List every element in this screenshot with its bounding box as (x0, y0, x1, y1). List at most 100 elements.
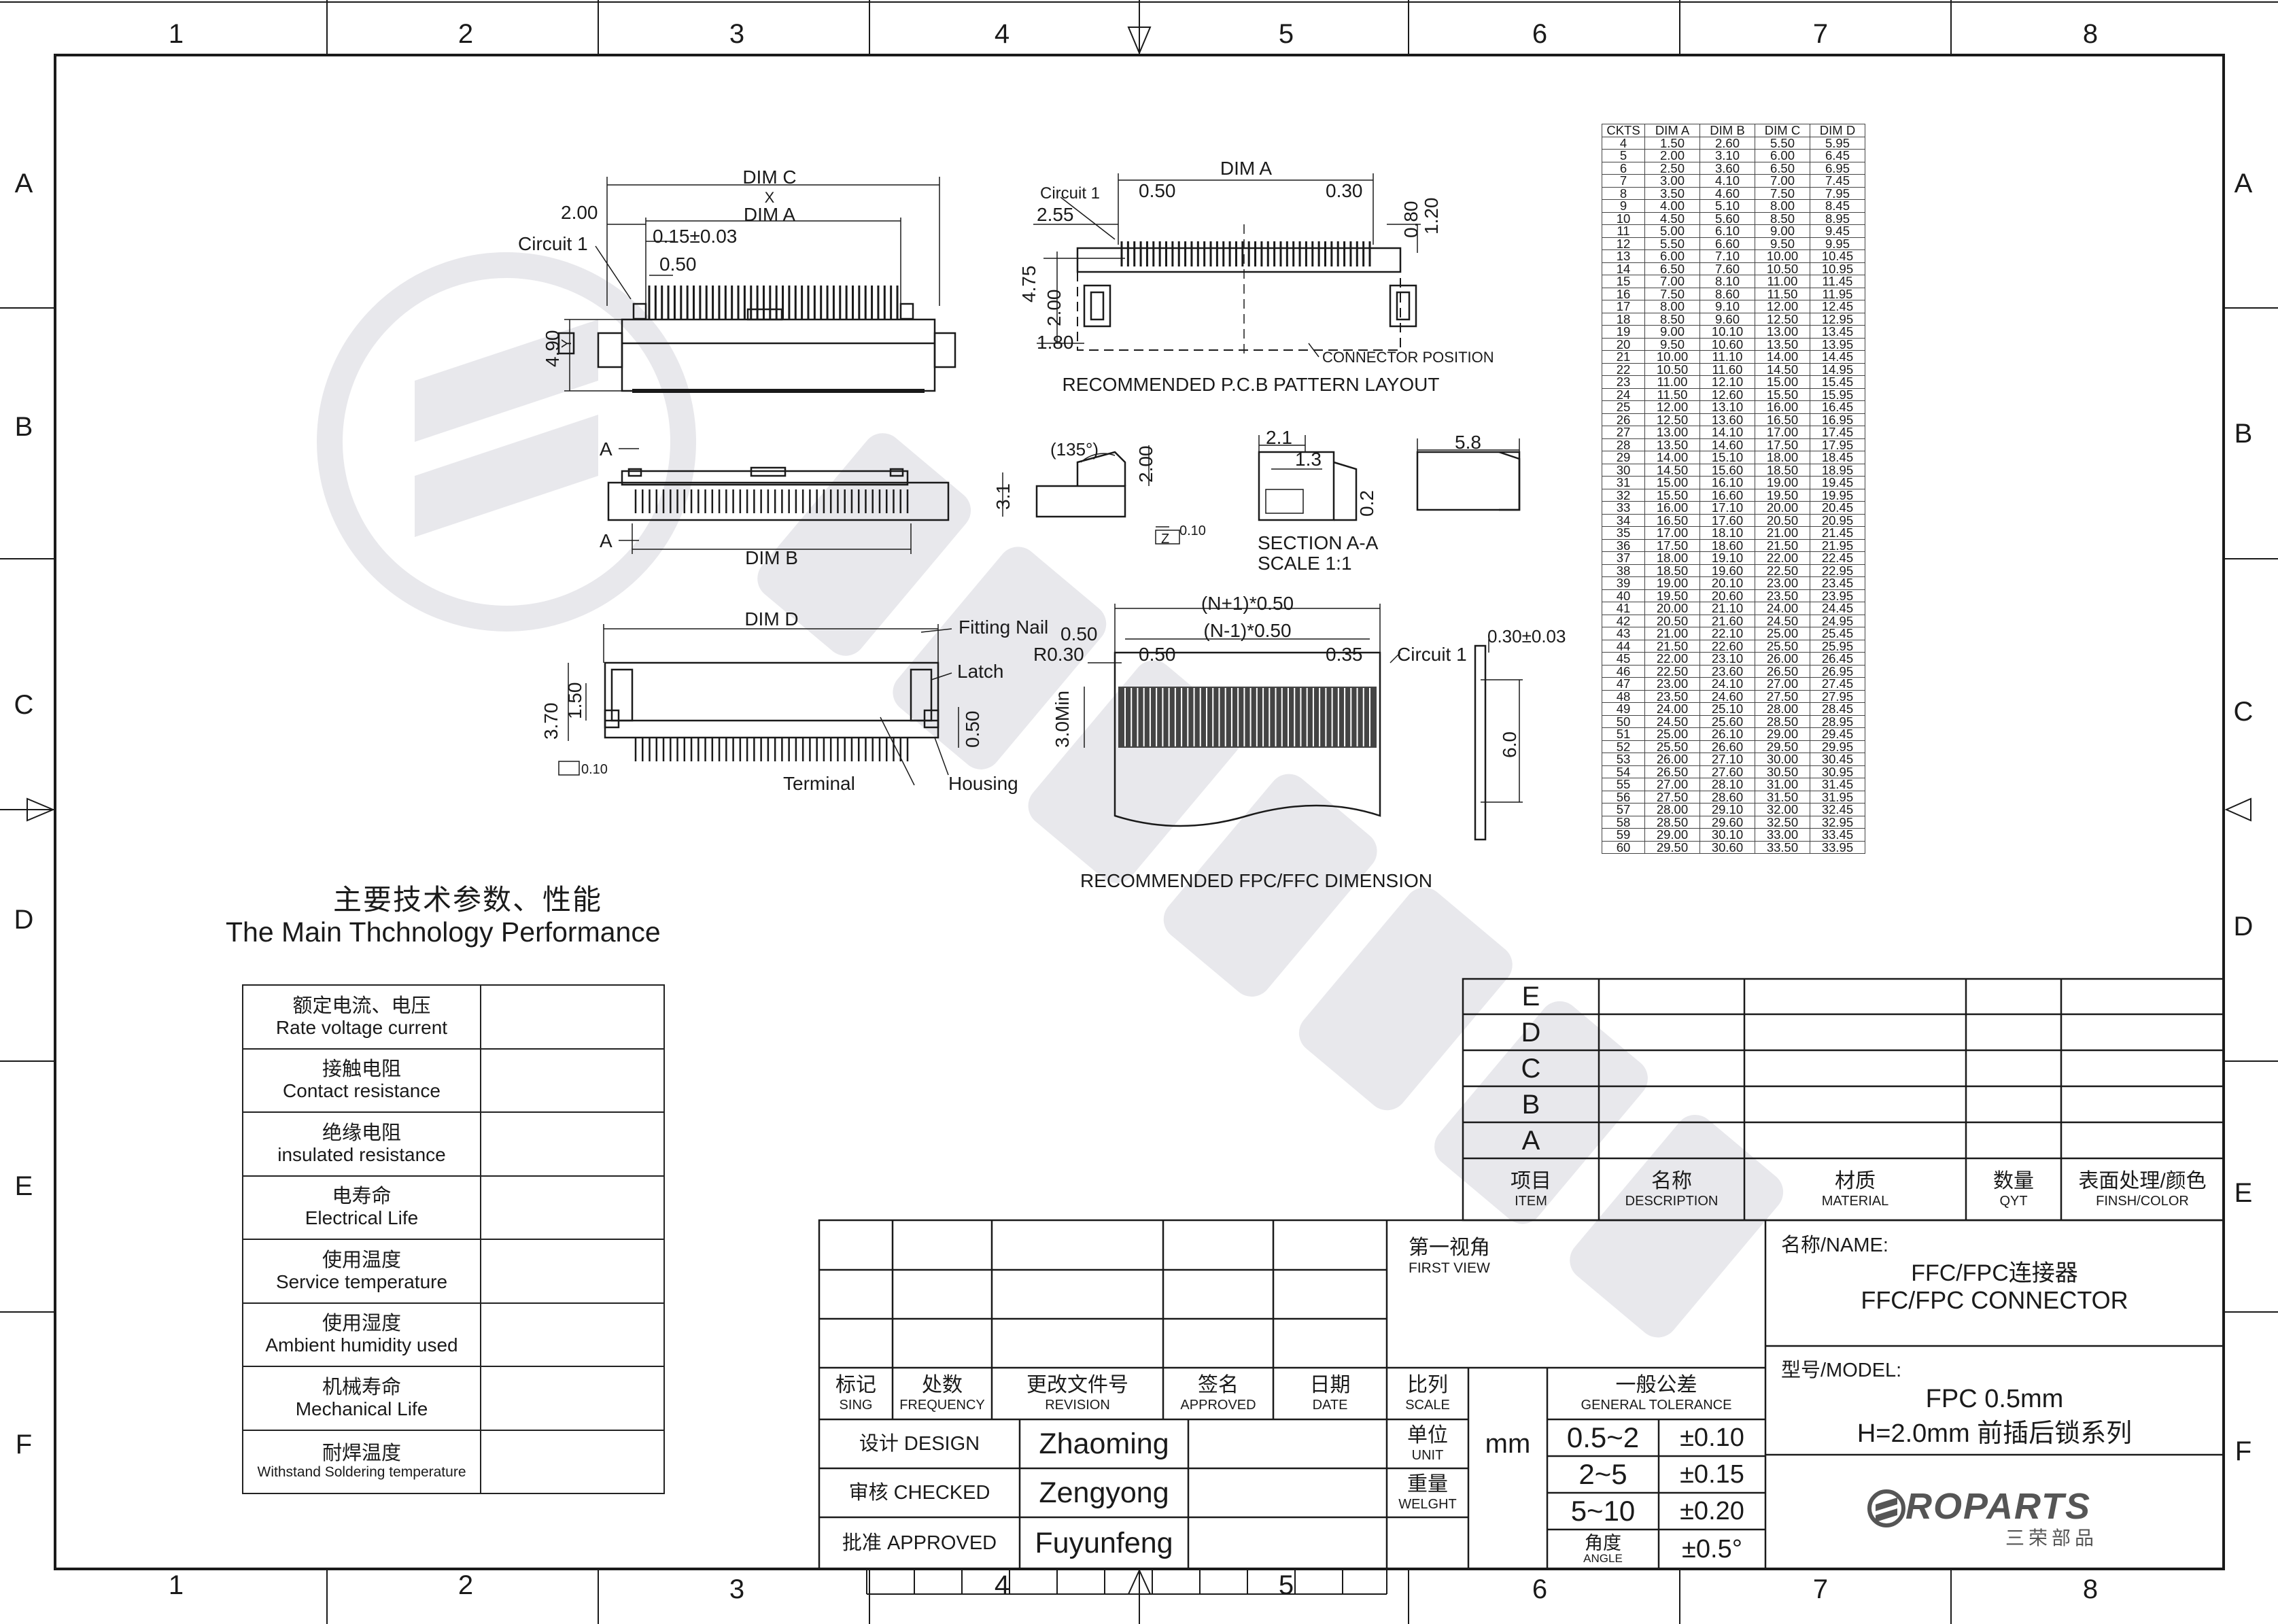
ckts-cell: 8.50 (1755, 211, 1810, 225)
side-views (1002, 435, 1521, 545)
label-4-75: 4.75 (1018, 266, 1039, 303)
ckts-cell: 24.60 (1699, 689, 1755, 703)
ckts-cell: 11.50 (1755, 287, 1810, 300)
performance-label-en: insulated resistance (277, 1143, 446, 1165)
label-0-50-d: 0.50 (1060, 623, 1098, 644)
approved-label: 批准 APPROVED (842, 1532, 997, 1554)
bom-header-zh: 材质 (1835, 1169, 1876, 1192)
ckts-cell: 15.45 (1810, 375, 1865, 389)
ckts-cell: 19.50 (1755, 488, 1810, 502)
bom-row-label: B (1521, 1090, 1540, 1120)
ckts-cell: 6.95 (1810, 161, 1865, 175)
ckts-cell: 49 (1602, 702, 1645, 716)
ckts-cell: 8.45 (1810, 199, 1865, 213)
product-name-zh: FFC/FPC连接器 (1911, 1260, 2078, 1286)
ckts-cell: 28.50 (1755, 714, 1810, 728)
ckts-header-cell: DIM B (1699, 124, 1755, 137)
label-0-50-b: 0.50 (1139, 180, 1176, 201)
label-0-10-a: 0.10 (1179, 523, 1206, 538)
ckts-cell: 6 (1602, 161, 1645, 175)
ckts-cell: 12.10 (1699, 375, 1755, 389)
ckts-cell: 32.95 (1810, 815, 1865, 829)
first-view-label: 第一视角 FIRST VIEW (1409, 1230, 1490, 1277)
ckts-cell: 32.45 (1810, 803, 1865, 816)
ckts-cell: 29.95 (1810, 740, 1865, 753)
bom-header-en: DESCRIPTION (1625, 1193, 1719, 1209)
ckts-cell: 13.95 (1810, 337, 1865, 351)
ckts-cell: 50 (1602, 714, 1645, 728)
revision-header-en: SING (839, 1398, 873, 1413)
ckts-cell: 13.10 (1699, 400, 1755, 414)
ckts-cell: 6.00 (1644, 249, 1700, 263)
label-pcb-dim-a: DIM A (1220, 158, 1273, 179)
label-2-00-c: 2.00 (1135, 446, 1156, 483)
ckts-cell: 10.00 (1644, 350, 1700, 364)
ckts-header-cell: DIM A (1644, 124, 1700, 137)
ckts-cell: 13.50 (1755, 337, 1810, 351)
label-pitch-tol: 0.15±0.03 (653, 226, 737, 247)
ckts-cell: 8.95 (1810, 211, 1865, 225)
ckts-cell: 25.00 (1644, 727, 1700, 741)
ckts-cell: 10.45 (1810, 249, 1865, 263)
zone-col-4-bottom: 4 (994, 1570, 1010, 1600)
ckts-cell: 6.60 (1699, 237, 1755, 250)
ckts-cell: 12.00 (1755, 300, 1810, 313)
performance-value-cell (480, 1239, 665, 1304)
label-3-70: 3.70 (540, 703, 562, 740)
performance-label-en: Rate voltage current (275, 1016, 448, 1038)
ckts-cell: 26.00 (1644, 753, 1700, 766)
ckts-cell: 39 (1602, 576, 1645, 590)
ckts-cell: 10.95 (1810, 262, 1865, 275)
label-1-20: 1.20 (1421, 198, 1442, 235)
ckts-cell: 13.00 (1755, 325, 1810, 339)
ckts-cell: 24.95 (1810, 614, 1865, 627)
ckts-cell: 11 (1602, 224, 1645, 238)
performance-value-cell (480, 1429, 665, 1494)
ckts-cell: 18.95 (1810, 463, 1865, 477)
ckts-cell: 33.50 (1755, 840, 1810, 854)
ckts-cell: 32.50 (1755, 815, 1810, 829)
label-circuit-1-b: Circuit 1 (1040, 184, 1100, 203)
label-0-30-a: 0.30 (1326, 180, 1363, 201)
ckts-cell: 58 (1602, 815, 1645, 829)
model-label: 型号/MODEL: (1781, 1360, 1902, 1381)
zone-col-4-top: 4 (994, 19, 1010, 49)
ckts-cell: 6.00 (1755, 149, 1810, 162)
ckts-cell: 16.00 (1644, 501, 1700, 515)
ckts-cell: 47 (1602, 677, 1645, 691)
zone-row-D-right: D (2233, 912, 2254, 941)
performance-value-cell (480, 1302, 665, 1367)
ckts-cell: 23.95 (1810, 589, 1865, 602)
first-view-zh: 第一视角 (1409, 1237, 1490, 1259)
ckts-cell: 31.95 (1810, 790, 1865, 804)
ckts-cell: 30.45 (1810, 753, 1865, 766)
label-section: SECTION A-A (1258, 532, 1379, 553)
angle-tolerance: ±0.5° (1682, 1534, 1742, 1563)
ckts-cell: 20.00 (1755, 501, 1810, 515)
ckts-cell: 26 (1602, 413, 1645, 426)
tolerance-range: 0.5~2 (1566, 1421, 1640, 1453)
zone-col-1-top: 1 (168, 19, 184, 49)
bom-header-en: ITEM (1515, 1193, 1547, 1209)
zone-row-A-right: A (2234, 169, 2253, 198)
ckts-cell: 28.00 (1755, 702, 1810, 716)
label-4-90: 4.90 (542, 330, 563, 368)
revision-header-en: APPROVED (1180, 1398, 1256, 1413)
ckts-cell: 18.00 (1755, 451, 1810, 464)
